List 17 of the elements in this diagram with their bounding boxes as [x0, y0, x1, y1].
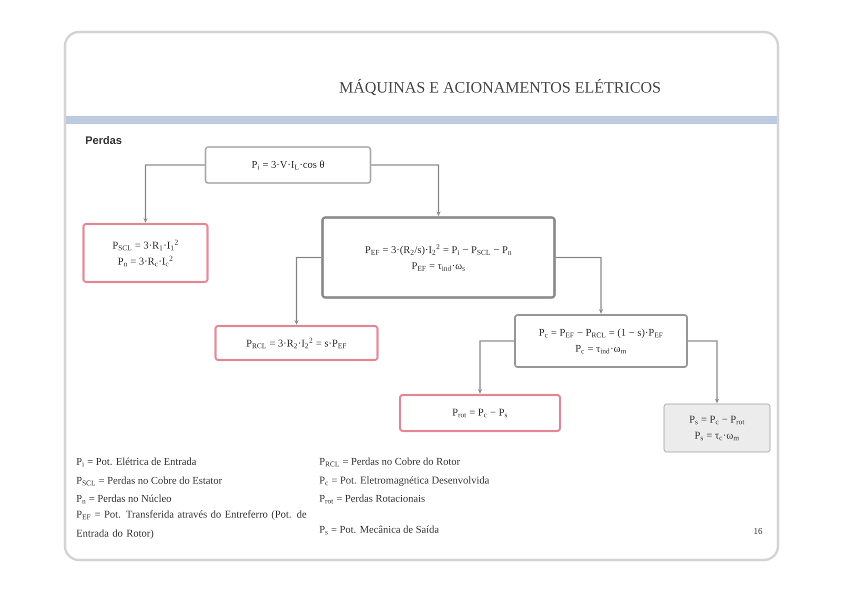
definition-text: P$_{c}$ = Pot. Eletromagnética Desenvolvida [320, 476, 490, 486]
definition-text: P$_{RCL}$ = Perdas no Cobre do Rotor [320, 458, 460, 467]
formula-box: P$_{rot}$ = P$_{c}$ − P$_{s}$ [398, 394, 562, 432]
formula-box: P$_{EF}$ = 3·(R$_{2}$/s)·I$_{2}$$^{2}$ = P$_{i}$ − P$_{SCL}$ − P$_{n}$ P$_{EF}$ = τ$_{ind}$·ω$_{s}$ [321, 216, 556, 299]
definition-text: P$_{SCL}$ = Perdas no Cobre do Estator [76, 476, 222, 486]
section-heading: Perdas [86, 136, 122, 144]
formula-box: P$_{RCL}$ = 3·R$_{2}$·I$_{2}$$^{2}$ = s·P$_{EF}$ [214, 324, 379, 362]
formula-box: P$_{s}$ = P$_{c}$ − P$_{rot}$ P$_{s}$ = τ$_{c}$·ω$_{m}$ [664, 404, 770, 452]
formula-box: P$_{i}$ = 3·V·I$_{L}$·cos θ [204, 146, 372, 184]
formula-box: P$_{c}$ = P$_{EF}$ − P$_{RCL}$ = (1 − s)·P$_{EF}$ P$_{c}$ = τ$_{ind}$·ω$_{m}$ [514, 314, 688, 368]
definition-text: P$_{i}$ = Pot. Elétrica de Entrada [76, 458, 196, 466]
definition-text: P$_{rot}$ = Perdas Rotacionais [320, 494, 425, 504]
definition-text: P$_{n}$ = Perdas no Núcleo [76, 494, 172, 504]
page-number: 16 [754, 528, 762, 534]
definition-text: P$_{s}$ = Pot. Mecânica de Saída [320, 526, 439, 535]
definition-text: P$_{EF}$ = Pot. Transferida através do Entreferro (Pot. de Entrada do Rotor) [76, 510, 306, 539]
slide-title: MÁQUINAS E ACIONAMENTOS ELÉTRICOS [340, 78, 660, 96]
